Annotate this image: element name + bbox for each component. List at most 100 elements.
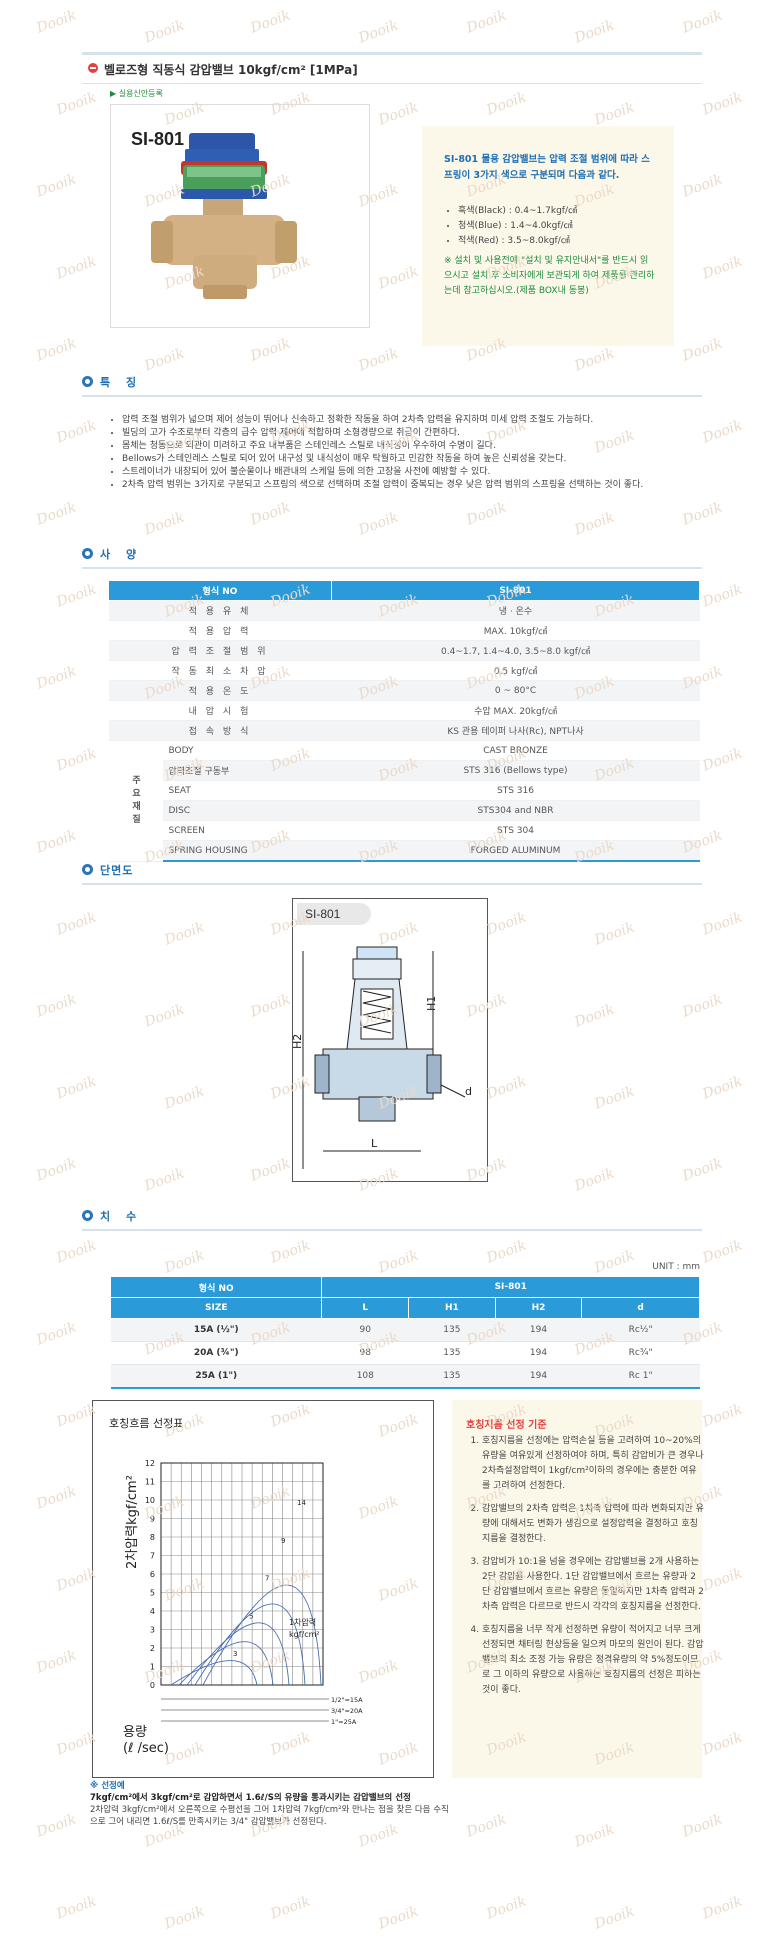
watermark-logo: Dooik: [680, 499, 725, 529]
table-cell: STS 304: [331, 820, 700, 841]
table-header: d: [581, 1297, 700, 1319]
dimension-table: 형식 NO SI-801 SIZE L H1 H2 d 15A (½") 90 …: [109, 1276, 700, 1389]
watermark-logo: Dooik: [484, 1073, 529, 1103]
watermark-logo: Dooik: [34, 1319, 79, 1349]
watermark-logo: Dooik: [376, 1247, 421, 1277]
watermark-logo: Dooik: [142, 1001, 187, 1031]
list-item: 스트레이너가 내장되어 있어 불순물이나 배관내의 스케일 등에 의한 고장을 …: [122, 466, 712, 479]
list-item: 2차측 압력 범위는 3가지로 구분되고 스프링의 색으로 선택하며 조절 압력…: [122, 479, 712, 492]
watermark-logo: Dooik: [680, 171, 725, 201]
table-cell: SCREEN: [162, 820, 332, 841]
watermark-logo: Dooik: [54, 417, 99, 447]
list-item: Bellows가 스테인레스 스틸로 되어 있어 내구성 및 내식성이 매우 탁…: [122, 453, 712, 466]
table-cell: 작 동 최 소 차 압: [108, 660, 332, 681]
l-label: L: [371, 1137, 378, 1150]
bullet-circle-icon: [82, 864, 93, 875]
watermark-logo: Dooik: [592, 99, 637, 129]
watermark-logo: Dooik: [34, 827, 79, 857]
table-header: H1: [408, 1297, 496, 1319]
watermark-logo: Dooik: [34, 991, 79, 1021]
table-cell: 압 력 조 절 범 위: [108, 640, 332, 661]
watermark-logo: Dooik: [700, 1893, 745, 1923]
table-cell: Rc 1": [581, 1364, 700, 1389]
plot-frame: [160, 1462, 324, 1686]
pressure-curve: [170, 1660, 258, 1686]
cross-section-drawing: SI-801 H2 H1 L d: [292, 898, 488, 1182]
watermark-logo: Dooik: [356, 345, 401, 375]
example-title: 7kgf/cm²에서 3kgf/cm²로 감압하면서 1.6ℓ/S의 유량을 통…: [90, 1793, 411, 1803]
watermark-logo: Dooik: [248, 7, 293, 37]
watermark-logo: Dooik: [34, 1483, 79, 1513]
watermark-logo: Dooik: [248, 499, 293, 529]
watermark-logo: Dooik: [162, 1247, 207, 1277]
table-cell: SPRING HOUSING: [162, 840, 332, 862]
watermark-logo: Dooik: [54, 1893, 99, 1923]
section-title: 사 양: [100, 548, 143, 561]
list-item: 호칭지름을 너무 작게 선정하면 유량이 적어지고 너무 크게 선정되면 채터링…: [482, 1623, 704, 1698]
watermark-logo: Dooik: [572, 345, 617, 375]
table-cell: BODY: [162, 740, 332, 761]
list-item: 몸체는 청동으로 외관이 미려하고 주요 내부품은 스테인레스 스틸로 내식성이…: [122, 440, 712, 453]
table-row: 15A (½") 90 135 194 Rc½": [110, 1318, 700, 1342]
table-cell: 25A (1"): [110, 1364, 322, 1389]
table-cell: 135: [408, 1318, 496, 1342]
table-cell: CAST BRONZE: [331, 740, 700, 761]
table-cell: STS 316 (Bellows type): [331, 760, 700, 781]
watermark-logo: Dooik: [680, 1155, 725, 1185]
bullet-circle-icon: [82, 1210, 93, 1221]
list-item: 흑색(Black) : 0.4~1.7kgf/㎠: [458, 204, 577, 219]
watermark-logo: Dooik: [484, 1893, 529, 1923]
table-header: SIZE: [109, 1297, 323, 1319]
y-tick-label: 3: [150, 1626, 155, 1635]
h1-label: H1: [425, 996, 438, 1011]
graph-flow-label: 용량 (ℓ /sec): [123, 1725, 169, 1757]
table-cell: 0.5 kgf/㎠: [331, 660, 700, 681]
watermark-logo: Dooik: [248, 1155, 293, 1185]
table-cell: 98: [321, 1341, 409, 1365]
guide-list: 호칭지름을 선정에는 압력손실 등을 고려하여 10~20%의 유량을 여유있게…: [466, 1434, 704, 1706]
curve-label: 5: [249, 1612, 253, 1620]
watermark-logo: Dooik: [34, 1811, 79, 1841]
watermark-logo: Dooik: [54, 909, 99, 939]
unit-label: UNIT : mm: [652, 1262, 700, 1272]
watermark-logo: Dooik: [34, 7, 79, 37]
table-cell: 0 ~ 80°C: [331, 680, 700, 701]
table-cell: 적 용 온 도: [108, 680, 332, 701]
watermark-logo: Dooik: [142, 17, 187, 47]
valve-photo: [151, 133, 297, 299]
table-header: 형식 NO: [109, 1276, 323, 1298]
table-header: SI-801: [321, 1276, 700, 1298]
features-list: 압력 조절 범위가 넓으며 제어 성능이 뛰어나 신속하고 정확한 작동을 하여…: [110, 414, 712, 492]
table-cell: 135: [408, 1341, 496, 1365]
curve-label: 7: [265, 1575, 269, 1583]
watermark-logo: Dooik: [376, 99, 421, 129]
watermark-logo: Dooik: [700, 253, 745, 283]
watermark-logo: Dooik: [142, 1165, 187, 1195]
table-cell: 접 속 방 식: [108, 720, 332, 741]
table-cell: 194: [495, 1318, 582, 1342]
section-view-heading: 단면도: [82, 862, 702, 885]
curve-label: 9: [281, 1537, 285, 1545]
table-cell: 20A (¾"): [110, 1341, 322, 1365]
spring-info-lead: SI-801 물용 감압밸브는 압력 조절 범위에 따라 스프링이 3가지 색으…: [444, 154, 650, 181]
watermark-logo: Dooik: [356, 17, 401, 47]
watermark-logo: Dooik: [572, 509, 617, 539]
size-scale-label: 3/4"=20A: [331, 1707, 363, 1715]
pressure-curve: [186, 1622, 290, 1686]
material-group-label: 주요재질: [108, 740, 163, 862]
table-cell: 194: [495, 1364, 582, 1389]
pressure-curve: [178, 1641, 274, 1686]
watermark-logo: Dooik: [700, 909, 745, 939]
table-cell: KS 관용 테이퍼 나사(Rc), NPT나사: [331, 720, 700, 741]
table-cell: 적 용 유 체: [108, 600, 332, 621]
watermark-logo: Dooik: [572, 1165, 617, 1195]
list-item: 감압비가 10:1을 넘을 경우에는 감압밸브를 2개 사용하는 2단 감압을 …: [482, 1555, 704, 1615]
example-heading: ※ 선정예: [90, 1781, 125, 1791]
watermark-logo: Dooik: [700, 89, 745, 119]
install-warning: ※ 설치 및 사용전에 "설치 및 유지안내서"를 반드시 읽으시고 설치 후 …: [444, 256, 655, 296]
watermark-logo: Dooik: [484, 909, 529, 939]
flow-unit-text: (ℓ /sec): [123, 1741, 169, 1756]
curve-label: 14: [297, 1499, 306, 1507]
watermark-logo: Dooik: [680, 7, 725, 37]
